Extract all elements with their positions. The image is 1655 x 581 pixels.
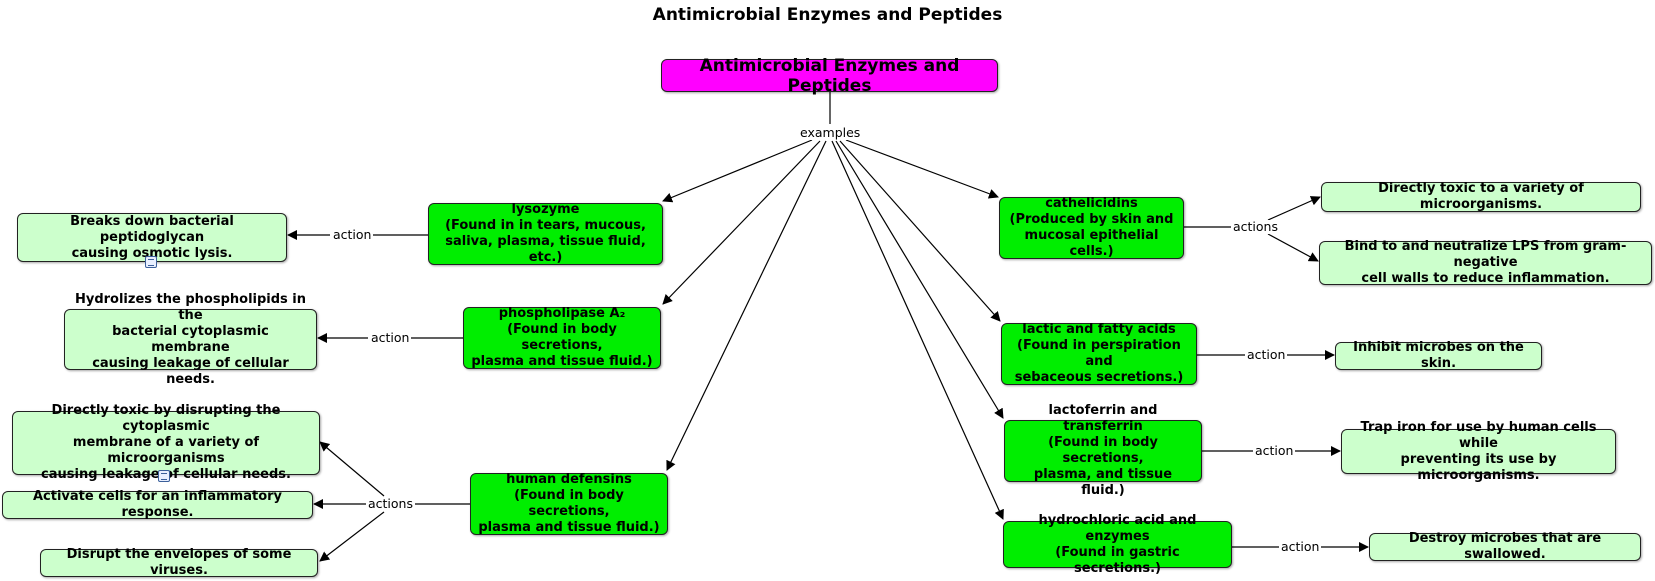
link-label-phospholipase-action: action xyxy=(369,330,412,345)
action-phospholipase-text: Hydrolizes the phospholipids in the bact… xyxy=(74,291,307,387)
defensins-action-1-arrow xyxy=(319,441,385,497)
concept-defensins-text: human defensins (Found in body secretion… xyxy=(478,472,660,535)
action-lactic-acids[interactable]: Inhibit microbes on the skin. xyxy=(1335,340,1542,371)
action-hydrochloric-acid-text: Destroy microbes that are swallowed. xyxy=(1408,531,1602,562)
concept-lactoferrin-text: lactoferrin and transferrin (Found in bo… xyxy=(1033,403,1173,498)
action-cathelicidins-2[interactable]: Bind to and neutralize LPS from gram-neg… xyxy=(1319,239,1652,286)
concept-hydrochloric-acid[interactable]: hydrochloric acid and enzymes (Found in … xyxy=(1003,513,1232,576)
concept-lactic-acids-text: lactic and fatty acids (Found in perspir… xyxy=(1014,322,1184,385)
examples-to-hcl-arrow xyxy=(831,140,1004,520)
action-defensins-1-text: Directly toxic by disrupting the cytopla… xyxy=(41,403,291,482)
link-label-lactic-action: action xyxy=(1245,347,1288,362)
concept-lysozyme-text: lysozyme (Found in in tears, mucous, sal… xyxy=(445,202,646,265)
concept-cathelicidins-text: cathelicidins (Produced by skin and muco… xyxy=(1009,196,1174,259)
action-lysozyme[interactable]: Breaks down bacterial peptidoglycan caus… xyxy=(17,213,287,262)
concept-defensins[interactable]: human defensins (Found in body secretion… xyxy=(470,472,668,535)
action-defensins-2-text: Activate cells for an inflammatory respo… xyxy=(32,489,283,520)
action-hydrochloric-acid[interactable]: Destroy microbes that are swallowed. xyxy=(1369,531,1641,562)
examples-to-defensins-arrow xyxy=(666,140,827,471)
action-cathelicidins-1-text: Directly toxic to a variety of microorga… xyxy=(1378,181,1584,212)
examples-to-lactic-arrow xyxy=(839,140,1001,322)
examples-to-phospholipase-arrow xyxy=(662,140,821,305)
concept-lactoferrin[interactable]: lactoferrin and transferrin (Found in bo… xyxy=(1004,403,1202,498)
action-cathelicidins-2-text: Bind to and neutralize LPS from gram-neg… xyxy=(1344,239,1627,286)
cathelicidins-action-2-arrow xyxy=(1267,233,1319,262)
action-cathelicidins-1[interactable]: Directly toxic to a variety of microorga… xyxy=(1321,181,1641,212)
action-defensins-3-text: Disrupt the envelopes of some viruses. xyxy=(66,547,292,578)
concept-phospholipase[interactable]: phospholipase A₂ (Found in body secretio… xyxy=(463,306,661,369)
link-label-lysozyme-action: action xyxy=(331,227,374,242)
action-defensins-1[interactable]: Directly toxic by disrupting the cytopla… xyxy=(12,403,320,482)
defensins-action-3-arrow xyxy=(319,511,385,562)
concept-lysozyme[interactable]: lysozyme (Found in in tears, mucous, sal… xyxy=(428,202,663,265)
action-lactic-acids-text: Inhibit microbes on the skin. xyxy=(1353,340,1524,371)
diagram-title: Antimicrobial Enzymes and Peptides xyxy=(652,5,1003,25)
link-label-cathelicidins-actions: actions xyxy=(1231,219,1280,234)
examples-to-lactoferrin-arrow xyxy=(835,140,1004,419)
note-icon[interactable] xyxy=(158,470,170,482)
link-label-hcl-action: action xyxy=(1279,539,1322,554)
link-label-defensins-actions: actions xyxy=(366,496,415,511)
concept-cathelicidins[interactable]: cathelicidins (Produced by skin and muco… xyxy=(999,196,1184,259)
root-concept-text: Antimicrobial Enzymes and Peptides xyxy=(699,55,960,96)
action-lactoferrin[interactable]: Trap iron for use by human cells while p… xyxy=(1341,420,1616,483)
action-lysozyme-text: Breaks down bacterial peptidoglycan caus… xyxy=(70,213,234,261)
examples-to-lysozyme-arrow xyxy=(662,139,813,203)
cathelicidins-action-1-arrow xyxy=(1267,196,1321,221)
link-label-lactoferrin-action: action xyxy=(1253,443,1296,458)
action-defensins-2[interactable]: Activate cells for an inflammatory respo… xyxy=(2,489,313,520)
action-defensins-3[interactable]: Disrupt the envelopes of some viruses. xyxy=(40,547,318,578)
note-icon[interactable] xyxy=(145,256,157,268)
concept-hydrochloric-acid-text: hydrochloric acid and enzymes (Found in … xyxy=(1038,512,1197,576)
action-phospholipase[interactable]: Hydrolizes the phospholipids in the bact… xyxy=(64,292,317,387)
concept-phospholipase-text: phospholipase A₂ (Found in body secretio… xyxy=(471,306,653,369)
examples-to-cathelicidins-arrow xyxy=(845,139,999,199)
root-concept[interactable]: Antimicrobial Enzymes and Peptides xyxy=(661,56,998,96)
action-lactoferrin-text: Trap iron for use by human cells while p… xyxy=(1360,419,1597,483)
link-label-examples: examples xyxy=(798,125,863,140)
concept-lactic-acids[interactable]: lactic and fatty acids (Found in perspir… xyxy=(1001,322,1197,385)
